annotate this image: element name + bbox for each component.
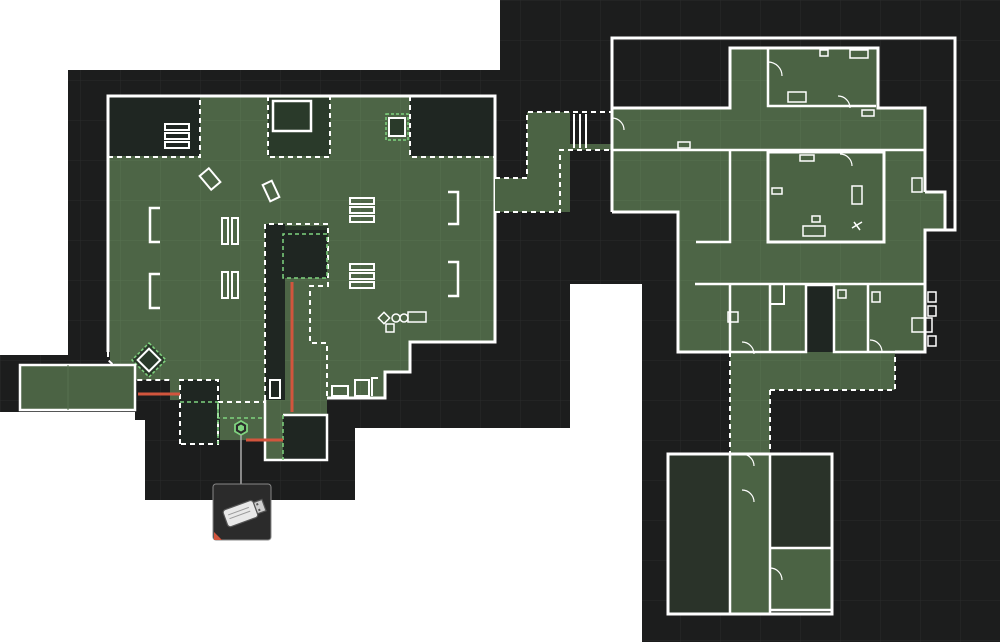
desk — [677, 49, 933, 333]
west-annex — [18, 363, 137, 412]
objective[interactable] — [212, 419, 272, 541]
table — [377, 311, 427, 333]
south-storage — [666, 452, 834, 616]
usb-drive-icon[interactable] — [212, 483, 272, 541]
bracket-wall — [148, 190, 460, 310]
crate — [130, 113, 409, 399]
connector-corridor — [495, 111, 625, 213]
east-office-block — [610, 36, 957, 454]
hexagon-marker-icon[interactable] — [234, 419, 248, 437]
door — [611, 61, 883, 355]
shelf-rack — [164, 123, 375, 299]
toilet — [927, 291, 937, 347]
west-warehouse — [106, 94, 497, 462]
alarm-wire — [138, 282, 294, 442]
